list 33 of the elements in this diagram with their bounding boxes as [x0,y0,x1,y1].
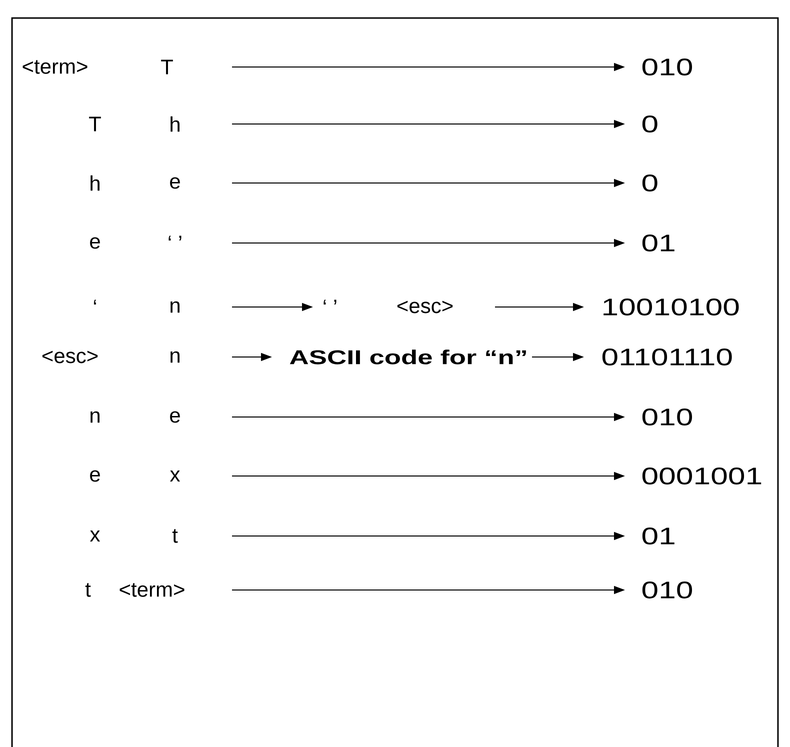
symbol-label: e [90,470,100,482]
symbol-label: <term> [120,583,184,597]
symbol-label: T [89,116,101,132]
symbol-label: n [90,411,100,423]
code-label: 10010100 [604,298,739,316]
symbol-label: h [90,175,100,191]
symbol-label: <esc> [397,300,453,314]
symbol-label: e [170,177,180,189]
symbol-label: <esc> [42,350,98,364]
code-label: 010 [642,58,692,76]
symbol-label: t [85,583,91,597]
symbol-label: e [170,411,180,423]
symbol-label: ‘ [94,300,96,304]
symbol-label: x [170,470,180,482]
code-label: 0 [642,116,658,132]
code-label: 010 [642,582,692,598]
symbol-label: e [90,237,100,249]
symbol-label: n [170,301,180,313]
code-label: 0001001 [642,468,762,484]
symbol-label: h [170,116,180,132]
symbol-label: n [170,351,180,363]
description-label: ASCII code for “n” [290,350,526,364]
code-label: 01 [642,528,674,544]
symbol-label: T [161,60,173,74]
code-label: 0 [642,174,658,192]
symbol-label: ‘ ’ [168,236,182,240]
symbol-label: ‘ ’ [324,300,336,304]
symbol-label: <term> [22,60,88,74]
code-label: 010 [642,408,692,426]
symbol-label: x [90,530,100,542]
symbol-label: t [172,529,178,543]
code-label: 01101110 [602,348,732,366]
code-label: 01 [642,234,674,252]
